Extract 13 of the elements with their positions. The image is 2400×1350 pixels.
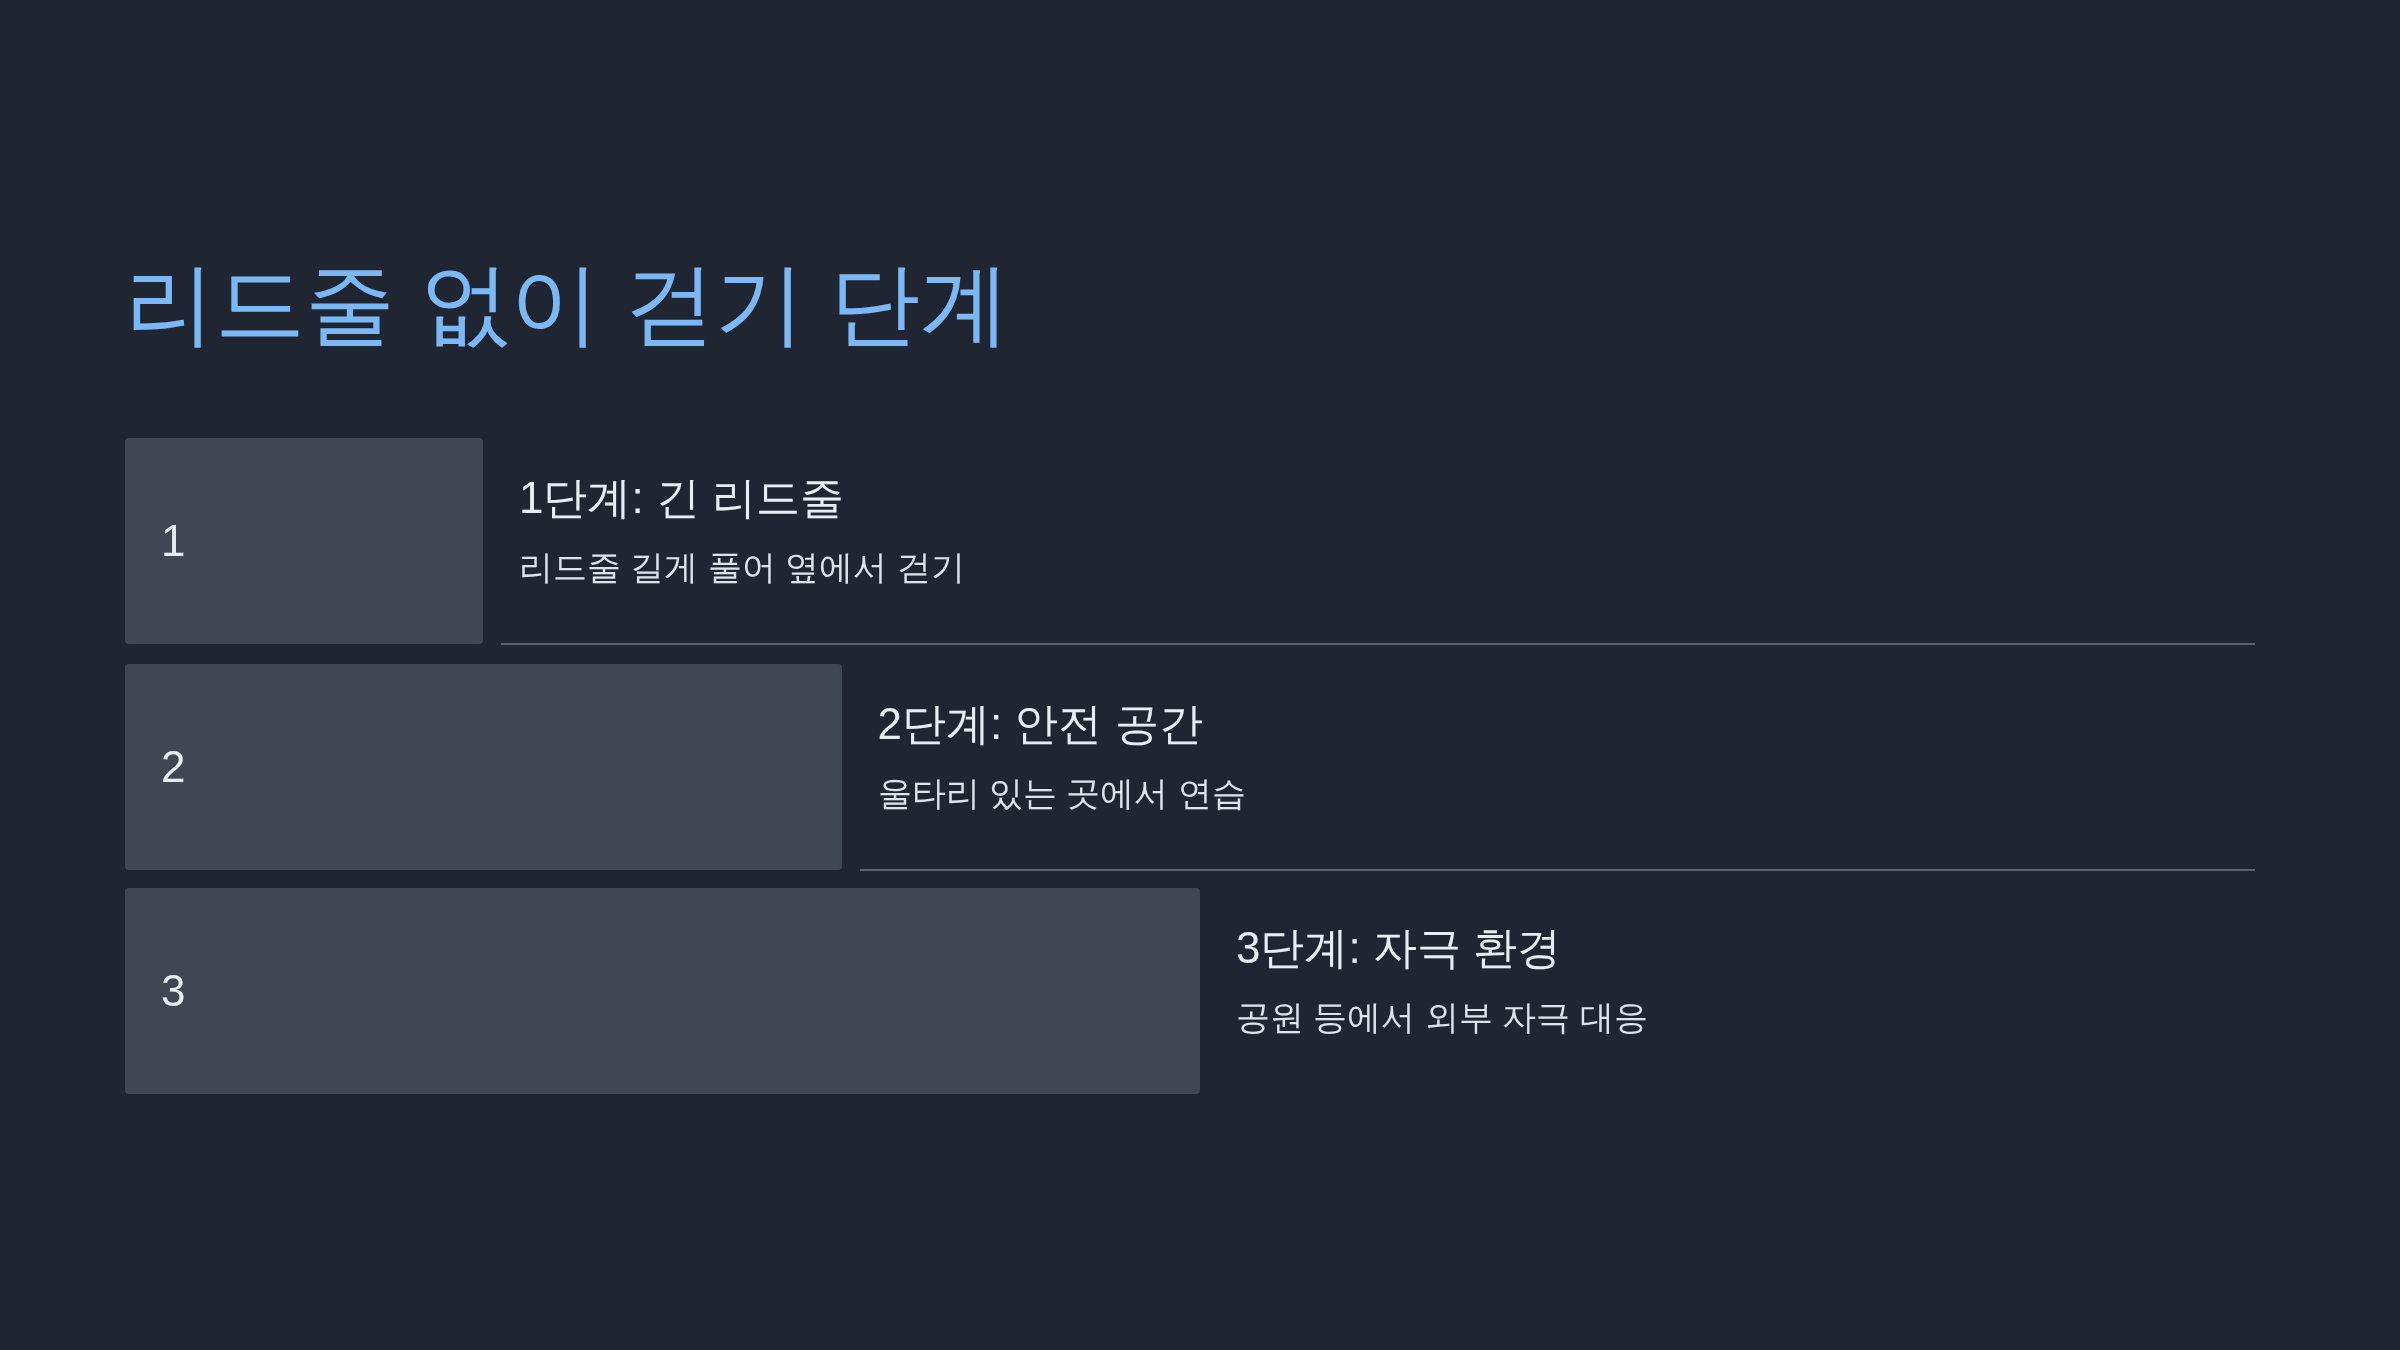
- step-bar: [125, 664, 842, 870]
- step-number: 3: [161, 966, 186, 1016]
- step-number: 2: [161, 742, 186, 792]
- step-description: 리드줄 길게 풀어 옆에서 걷기: [519, 546, 965, 588]
- title: 리드줄 없이 걷기 단계: [125, 253, 1010, 356]
- step-description: 공원 등에서 외부 자극 대응: [1236, 996, 1648, 1038]
- step-bar: [125, 888, 1200, 1094]
- step-heading: 3단계: 자극 환경: [1236, 922, 1563, 974]
- step-bar: [125, 438, 483, 644]
- step-number: 1: [161, 516, 186, 566]
- step-heading: 2단계: 안전 공간: [877, 698, 1204, 750]
- step-heading: 1단계: 긴 리드줄: [519, 472, 846, 524]
- step-description: 울타리 있는 곳에서 연습: [877, 772, 1246, 814]
